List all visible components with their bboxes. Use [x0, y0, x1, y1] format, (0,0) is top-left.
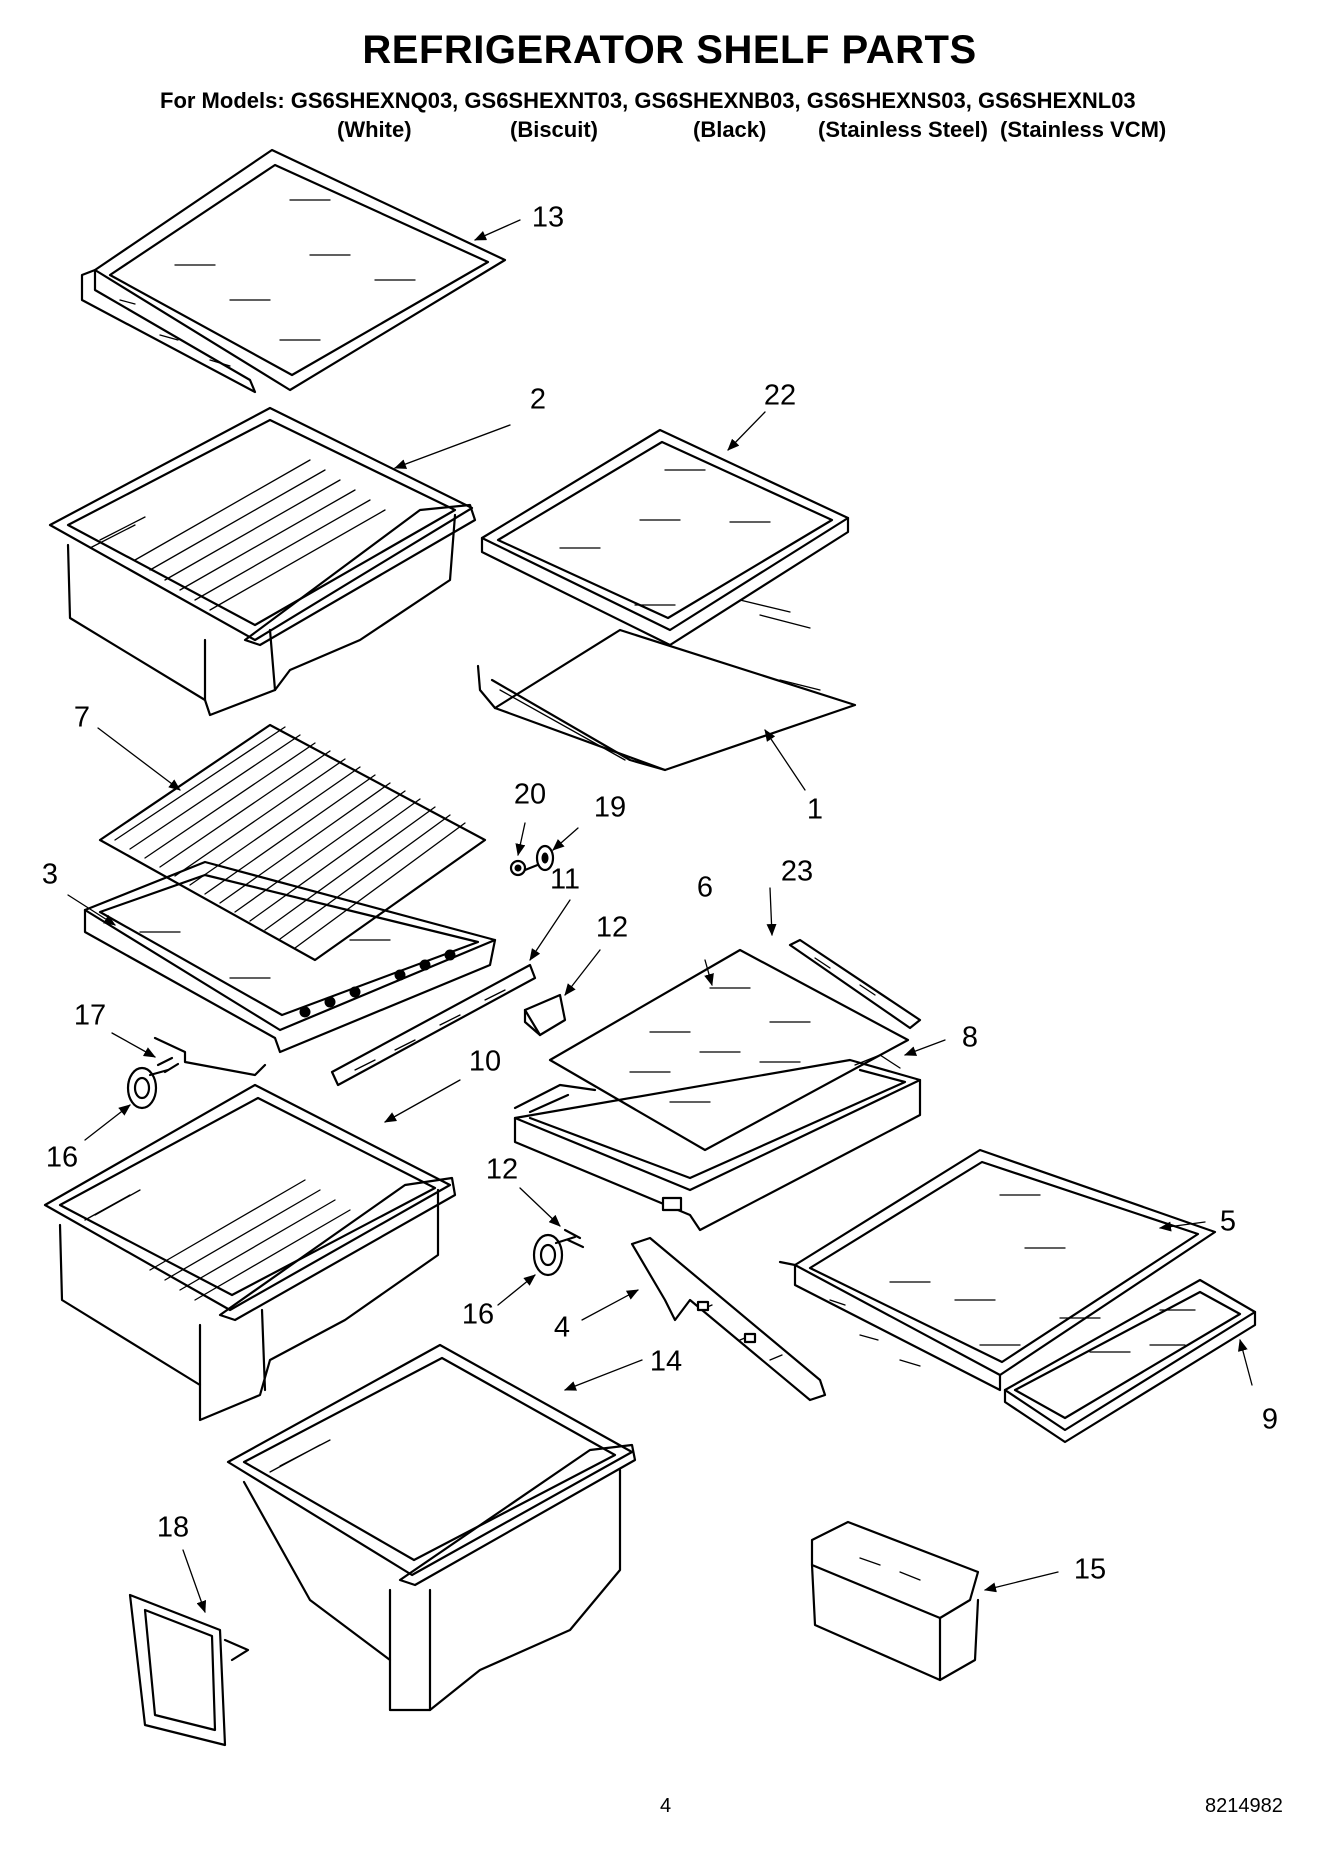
part-23-rail [788, 938, 922, 1030]
color-label-white: (White) [337, 117, 412, 142]
color-label-stainless-steel: (Stainless Steel) [818, 117, 988, 142]
callout-6: 6 [696, 871, 714, 904]
part-16-roller-left [126, 1066, 170, 1110]
callout-7: 7 [73, 701, 91, 734]
part-7-crisper-cover [98, 723, 487, 962]
page-title: REFRIGERATOR SHELF PARTS [362, 28, 977, 72]
callout-3: 3 [41, 858, 59, 891]
part-20-screw [509, 859, 527, 877]
part-1-shelf-frame [476, 628, 857, 772]
callout-11: 11 [549, 863, 581, 896]
part-13-glass-shelf [80, 148, 507, 394]
callout-leaders [67, 219, 1253, 1613]
color-label-biscuit: (Biscuit) [510, 117, 598, 142]
callout-16-center: 16 [461, 1298, 495, 1331]
callout-9: 9 [1261, 1403, 1279, 1436]
callout-1: 1 [806, 793, 824, 826]
callout-14: 14 [649, 1345, 683, 1378]
part-12-clip-upper [523, 993, 567, 1037]
part-6-glass-panel [548, 948, 910, 1152]
callout-12-upper: 12 [595, 911, 629, 944]
color-label-black: (Black) [693, 117, 767, 142]
part-12-stud-center [563, 1228, 585, 1249]
part-15-bin [810, 1520, 980, 1682]
callout-12-center: 12 [485, 1153, 519, 1186]
callout-16-left: 16 [45, 1141, 79, 1174]
color-label-stainless-vcm: (Stainless VCM) [1000, 117, 1167, 142]
callout-20: 20 [513, 778, 547, 811]
callout-22: 22 [763, 379, 797, 412]
part-9-glass-shelf [1003, 1278, 1257, 1444]
callout-15: 15 [1073, 1553, 1107, 1586]
part-10-crisper-drawer [43, 1083, 457, 1422]
callout-18: 18 [156, 1511, 190, 1544]
callout-5: 5 [1219, 1205, 1237, 1238]
part-16-roller-center [532, 1233, 577, 1277]
part-8-pan-frame [513, 1054, 922, 1232]
document-number: 8214982 [1205, 1795, 1283, 1817]
page-number: 4 [660, 1795, 672, 1817]
part-14-deli-drawer [226, 1343, 637, 1712]
callout-2: 2 [529, 383, 547, 416]
part-4-bracket [630, 1236, 827, 1402]
callout-13: 13 [531, 201, 565, 234]
callout-19: 19 [593, 791, 627, 824]
callout-4: 4 [553, 1311, 571, 1344]
part-22-glass-shelf [480, 428, 850, 647]
callout-10: 10 [468, 1045, 502, 1078]
callout-8: 8 [961, 1021, 979, 1054]
part-5-glass-shelf [778, 1148, 1217, 1392]
part-11-rail [330, 963, 537, 1087]
part-3-cover-frame [83, 860, 497, 1077]
callout-17: 17 [73, 999, 107, 1032]
models-line: For Models: GS6SHEXNQ03, GS6SHEXNT03, GS… [160, 88, 1136, 113]
part-2-crisper-drawer [48, 406, 477, 717]
part-18-label-card [128, 1593, 250, 1747]
part-19-roller [523, 844, 555, 872]
callout-23: 23 [780, 855, 814, 888]
